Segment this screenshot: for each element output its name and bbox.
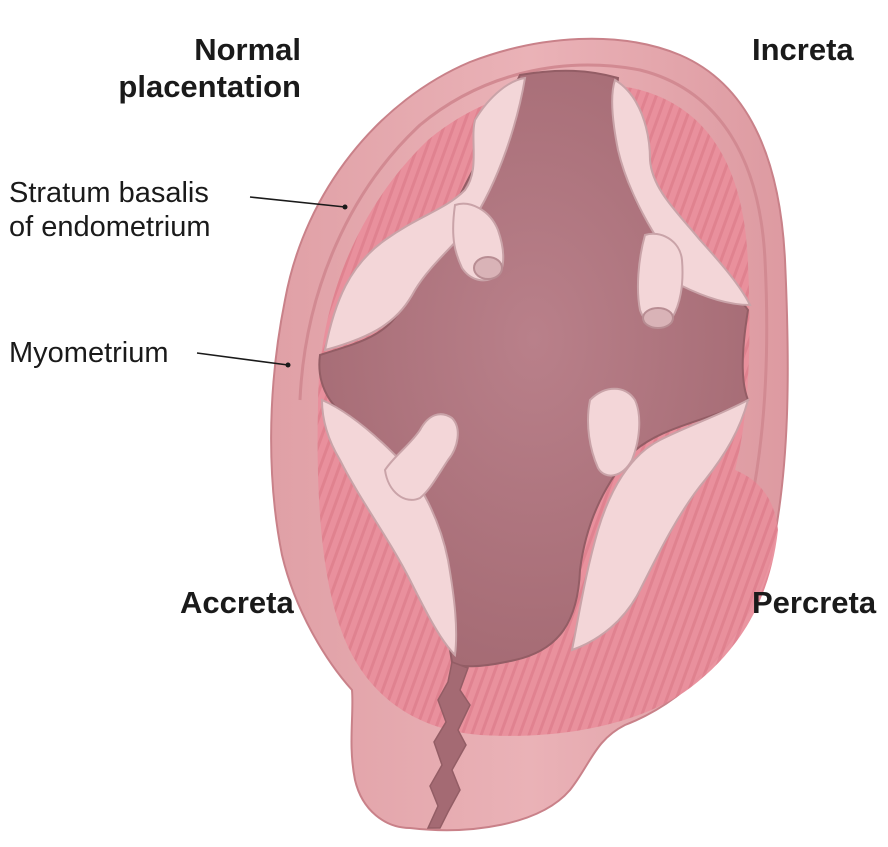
- normal-placentation-label: Normal: [180, 32, 301, 69]
- stratum-basalis-label: Stratum basalis of endometrium: [9, 176, 211, 244]
- normal-placentation-line-2: placentation: [106, 69, 301, 106]
- percreta-label: Percreta: [752, 585, 876, 622]
- stratum-basalis-line-1: Stratum basalis: [9, 176, 211, 210]
- normal-placentation-label-2: placentation: [106, 69, 301, 106]
- stratum-basalis-line-2: of endometrium: [9, 210, 211, 244]
- myometrium-leader: [197, 353, 288, 365]
- villus-increta-tip: [643, 308, 673, 328]
- normal-placentation-line-1: Normal: [180, 32, 301, 69]
- myometrium-label: Myometrium: [9, 336, 169, 370]
- increta-label: Increta: [752, 32, 854, 69]
- stratum-basalis-leader-dot: [343, 205, 348, 210]
- villus-percreta: [588, 389, 639, 476]
- myometrium-leader-dot: [286, 363, 291, 368]
- accreta-label: Accreta: [180, 585, 294, 622]
- villus-normal-tip: [474, 257, 502, 279]
